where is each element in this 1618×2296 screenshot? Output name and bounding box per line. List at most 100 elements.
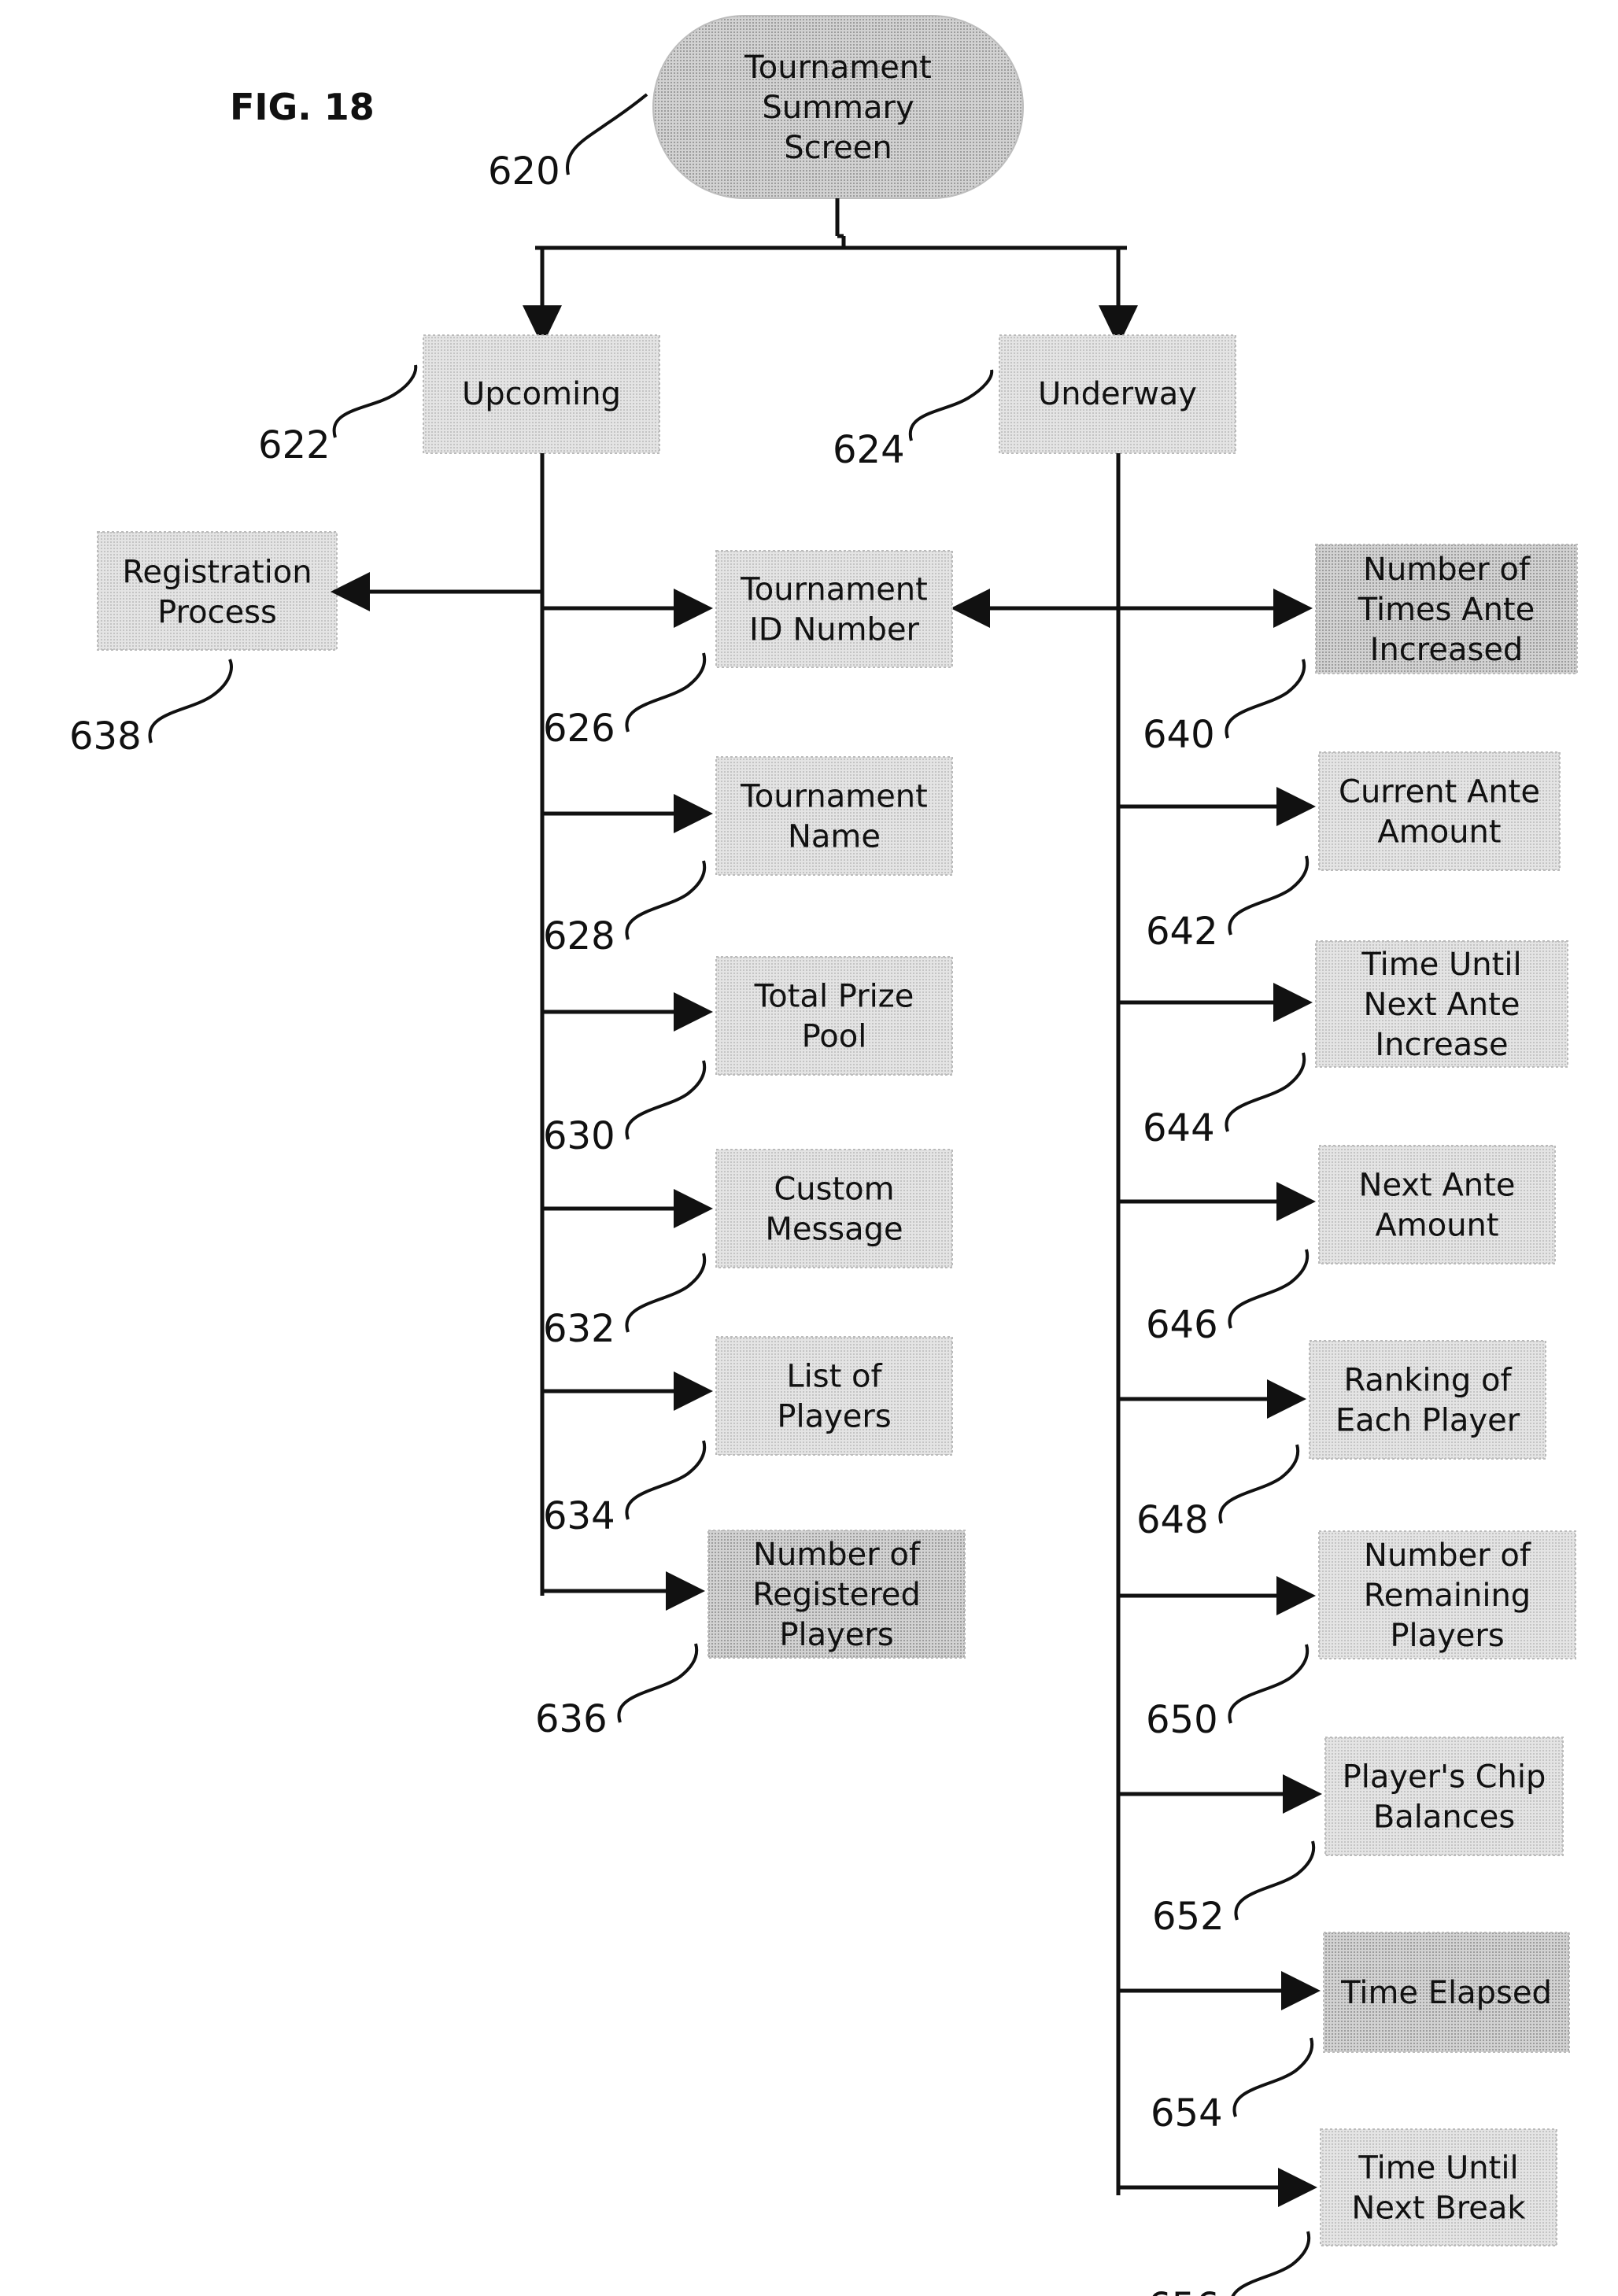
total-prize-pool-ref-number: 630	[543, 1114, 615, 1158]
arrowhead-to-id-number-from-underway	[951, 589, 990, 628]
players-chip-balances-ref-number: 652	[1152, 1895, 1225, 1939]
label-line: Next Break	[1351, 2191, 1526, 2227]
players-chip-balances-box	[1325, 1737, 1563, 1855]
tournament-id-number-arrowhead	[674, 589, 713, 628]
registration-node-box	[98, 532, 337, 650]
next-ante-amount-arrowhead	[1276, 1182, 1316, 1221]
current-ante-amount-arrowhead	[1276, 787, 1316, 826]
number-of-times-ante-increased-ref-leader	[1226, 659, 1304, 738]
number-of-times-ante-increased-item: Number ofTimes AnteIncreased640	[1118, 544, 1577, 757]
number-of-registered-players-arrowhead	[666, 1571, 705, 1611]
current-ante-amount-item: Current AnteAmount642	[1118, 752, 1560, 954]
time-until-next-ante-increase-ref-leader	[1226, 1053, 1304, 1131]
tournament-id-number-item: TournamentID Number626	[542, 551, 952, 751]
tournament-name-arrowhead	[674, 794, 713, 833]
label-line: Amount	[1377, 814, 1501, 851]
label-line: Upcoming	[462, 376, 621, 412]
underway-node-label: Underway	[1038, 376, 1197, 412]
label-line: Tournament	[744, 50, 932, 86]
number-of-remaining-players-ref-number: 650	[1146, 1698, 1218, 1742]
figure-label: FIG. 18	[230, 86, 375, 128]
root-node: TournamentSummaryScreen	[653, 16, 1023, 198]
list-of-players-ref-leader	[626, 1441, 704, 1519]
label-line: Time Until	[1361, 947, 1521, 983]
next-ante-amount-box	[1319, 1146, 1555, 1264]
time-until-next-break-item: Time UntilNext Break656	[1118, 2129, 1557, 2296]
label-line: Number of	[753, 1537, 921, 1573]
time-until-next-break-box	[1321, 2129, 1557, 2246]
label-line: Registration	[122, 555, 312, 591]
label-line: Players	[777, 1399, 891, 1435]
list-of-players-ref-number: 634	[543, 1494, 615, 1538]
label-line: Number of	[1363, 552, 1531, 588]
number-of-registered-players-item: Number ofRegisteredPlayers636	[535, 1530, 965, 1741]
label-line: Ranking of	[1343, 1363, 1512, 1399]
registration-node: RegistrationProcess	[98, 532, 337, 650]
label-line: Number of	[1364, 1537, 1531, 1574]
tournament-id-number-box	[716, 551, 952, 667]
upcoming-node: Upcoming	[423, 335, 659, 453]
label-line: Amount	[1375, 1208, 1498, 1244]
label-line: Time Elapsed	[1340, 1975, 1552, 2011]
ranking-of-each-player-box	[1310, 1341, 1546, 1459]
number-of-registered-players-ref-number: 636	[535, 1697, 608, 1741]
number-of-times-ante-increased-ref-number: 640	[1143, 713, 1215, 757]
time-elapsed-arrowhead	[1281, 1971, 1321, 2010]
custom-message-ref-number: 632	[543, 1307, 615, 1351]
underway-node: Underway	[999, 335, 1236, 453]
time-until-next-ante-increase-item: Time UntilNext AnteIncrease644	[1118, 941, 1568, 1150]
ref-leader-underway	[911, 370, 992, 441]
label-line: Increased	[1370, 632, 1524, 668]
players-chip-balances-item: Player's ChipBalances652	[1118, 1737, 1563, 1939]
upcoming-items: TournamentID Number626TournamentName628T…	[535, 551, 965, 1741]
ref-number-root: 620	[488, 149, 560, 194]
label-line: Summary	[762, 90, 914, 126]
label-line: Players	[1390, 1618, 1504, 1654]
ref-leader-root	[567, 94, 647, 175]
custom-message-item: CustomMessage 632	[542, 1150, 952, 1351]
total-prize-pool-box	[716, 957, 952, 1075]
number-of-times-ante-increased-arrowhead	[1273, 589, 1313, 628]
label-line: Custom	[774, 1172, 894, 1208]
label-line: Total Prize	[754, 979, 914, 1015]
list-of-players-arrowhead	[674, 1371, 713, 1411]
total-prize-pool-item: Total PrizePool630	[542, 957, 952, 1158]
custom-message-arrowhead	[674, 1189, 713, 1228]
time-until-next-ante-increase-label: Time UntilNext AnteIncrease	[1361, 947, 1521, 1063]
label-line: Time Until	[1358, 2150, 1518, 2187]
players-chip-balances-ref-leader	[1236, 1841, 1313, 1920]
upcoming-node-label: Upcoming	[462, 376, 621, 412]
ref-leader-upcoming	[334, 365, 416, 437]
next-ante-amount-ref-number: 646	[1146, 1303, 1218, 1347]
total-prize-pool-arrowhead	[674, 992, 713, 1032]
time-until-next-break-arrowhead	[1278, 2168, 1317, 2207]
time-until-next-break-ref-leader	[1231, 2231, 1309, 2296]
next-ante-amount-ref-leader	[1229, 1250, 1307, 1328]
number-of-registered-players-ref-leader	[619, 1644, 696, 1722]
tournament-name-ref-leader	[626, 861, 704, 939]
tournament-name-item: TournamentName628	[542, 757, 952, 958]
number-of-remaining-players-ref-leader	[1229, 1644, 1307, 1723]
label-line: Tournament	[740, 779, 928, 815]
label-line: Each Player	[1335, 1403, 1520, 1439]
ranking-of-each-player-arrowhead	[1267, 1379, 1306, 1419]
label-line: Next Ante	[1364, 987, 1520, 1023]
time-until-next-ante-increase-ref-number: 644	[1143, 1106, 1215, 1150]
ref-number-underway: 624	[833, 428, 905, 472]
number-of-remaining-players-arrowhead	[1276, 1576, 1316, 1615]
tournament-id-number-ref-leader	[626, 653, 704, 732]
label-line: Process	[157, 595, 277, 631]
time-elapsed-item: Time Elapsed654	[1118, 1932, 1569, 2135]
time-elapsed-label: Time Elapsed	[1340, 1975, 1552, 2011]
ranking-of-each-player-ref-number: 648	[1136, 1498, 1209, 1542]
label-line: Current Ante	[1339, 774, 1540, 810]
custom-message-box	[716, 1150, 952, 1268]
list-of-players-box	[716, 1337, 952, 1455]
label-line: Message	[765, 1212, 903, 1248]
custom-message-ref-leader	[626, 1253, 704, 1332]
label-line: Players	[779, 1617, 893, 1653]
time-elapsed-ref-leader	[1234, 2038, 1312, 2117]
tournament-id-number-ref-number: 626	[543, 707, 615, 751]
tournament-name-ref-number: 628	[543, 914, 615, 958]
